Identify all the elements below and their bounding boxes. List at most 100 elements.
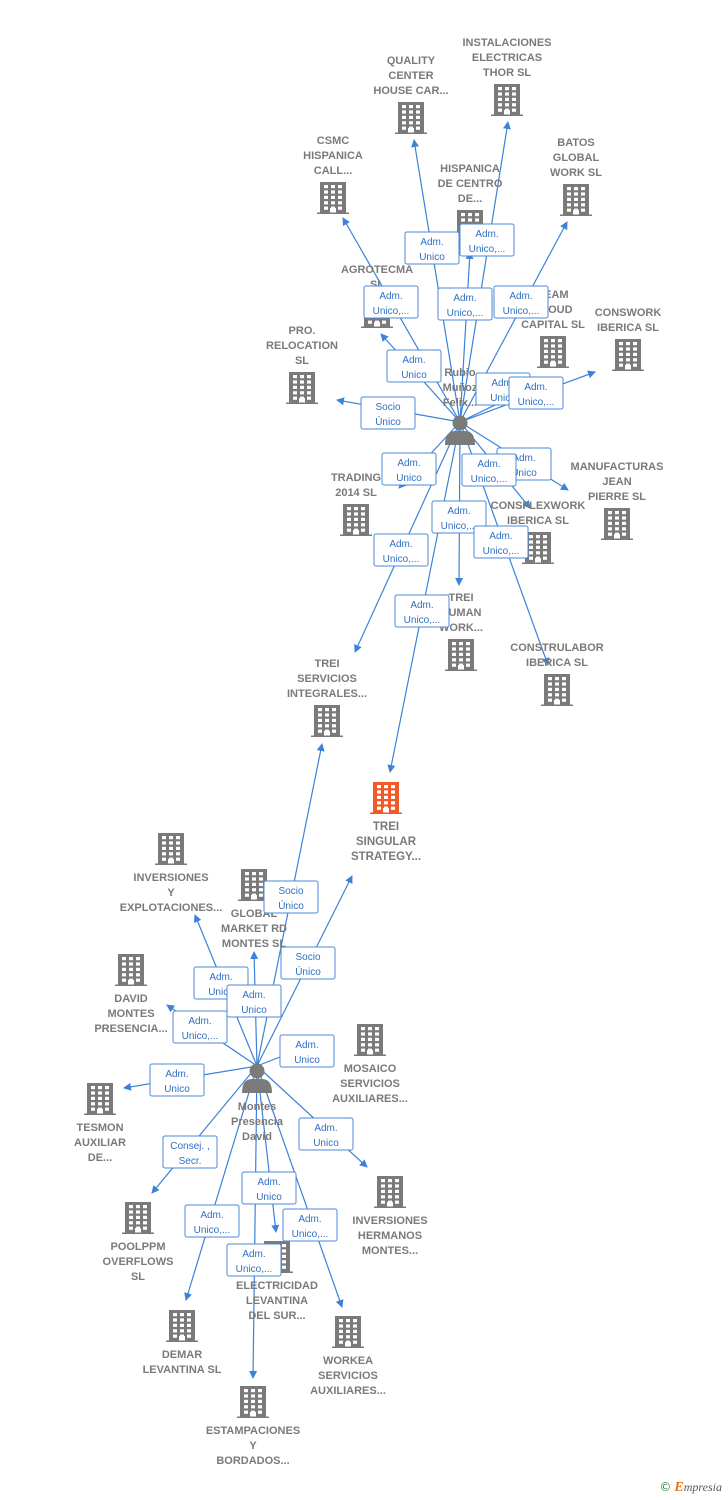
node-label-line: TREI — [373, 821, 399, 833]
edge-label[interactable]: Adm.Unico — [404, 231, 460, 265]
edge-label[interactable]: Adm.Unico — [149, 1063, 205, 1097]
building-icon — [445, 639, 477, 671]
edge-label-text: Unico,... — [441, 521, 478, 532]
edge-label[interactable]: Adm.Unico,... — [363, 285, 419, 319]
edge-label-text: Adm. — [509, 291, 532, 302]
node-label-line: STRATEGY... — [351, 851, 421, 863]
node-label-line: THOR SL — [483, 67, 532, 79]
edge-label-box — [459, 223, 515, 257]
node-label-line: 2014 SL — [335, 487, 377, 499]
node-label-line: PIERRE SL — [588, 491, 646, 503]
node-label-line: CONSTRULABOR — [510, 642, 604, 654]
node-label-line: Rubio — [444, 367, 475, 379]
company-node-tesmon[interactable]: TESMONAUXILIARDE... — [74, 1083, 126, 1164]
edge-label-box — [172, 1010, 228, 1044]
company-node-servicios[interactable]: TREISERVICIOSINTEGRALES... — [287, 658, 367, 737]
person-node-rubio[interactable]: RubioMuñozFelix... — [443, 367, 478, 445]
company-node-mosaico[interactable]: MOSAICOSERVICIOSAUXILIARES... — [332, 1024, 408, 1105]
node-label-line: Felix... — [443, 397, 477, 409]
company-node-david[interactable]: DAVIDMONTESPRESENCIA... — [94, 954, 168, 1035]
edge-label-text: Unico — [419, 252, 445, 263]
building-icon — [354, 1024, 386, 1056]
edge-label[interactable]: Adm.Unico,... — [282, 1208, 338, 1242]
edge-label-text: Unico,... — [483, 546, 520, 557]
edge-label[interactable]: Adm.Unico,... — [373, 533, 429, 567]
node-label-line: BORDADOS... — [216, 1455, 289, 1467]
edge-label-text: Adm. — [512, 453, 535, 464]
edge-label-text: Adm. — [410, 600, 433, 611]
edge-label-box — [473, 525, 529, 559]
edge-label-text: Adm. — [447, 506, 470, 517]
edge-label[interactable]: Adm.Unico,... — [459, 223, 515, 257]
edge-label[interactable]: Adm.Unico,... — [461, 453, 517, 487]
edge-label-box — [461, 453, 517, 487]
company-node-workea[interactable]: WORKEASERVICIOSAUXILIARES... — [310, 1316, 386, 1397]
node-label-line: AUXILIAR — [74, 1137, 126, 1149]
building-icon — [374, 1176, 406, 1208]
edge-label-box — [373, 533, 429, 567]
edge-label-box — [263, 880, 319, 914]
edge-label-text: Adm. — [389, 539, 412, 550]
node-label-line: TESMON — [76, 1122, 123, 1134]
edge-label-text: Unico — [256, 1192, 282, 1203]
node-label-line: Presencia — [231, 1116, 284, 1128]
node-label-line: WORKEA — [323, 1355, 373, 1367]
edge-label[interactable]: Adm.Unico,... — [394, 594, 450, 628]
company-node-construlabor[interactable]: CONSTRULABOR IBERICA SL — [510, 642, 604, 706]
edge-label-text: Unico — [401, 370, 427, 381]
node-label-line: David — [242, 1131, 272, 1143]
node-label-line: POOLPPM — [110, 1241, 165, 1253]
building-icon — [612, 339, 644, 371]
edge-label[interactable]: Adm.Unico — [226, 984, 282, 1018]
edge-label-box — [404, 231, 460, 265]
edge-label[interactable]: Consej. ,Secr. — [162, 1135, 218, 1169]
company-node-csmc[interactable]: CSMCHISPANICACALL... — [303, 135, 363, 214]
edge-label[interactable]: Adm.Unico,... — [493, 285, 549, 319]
edge-label[interactable]: Adm.Unico,... — [226, 1243, 282, 1277]
edge-label[interactable]: Adm.Unico,... — [508, 376, 564, 410]
node-label-line: MONTES — [107, 1008, 154, 1020]
edge-label[interactable]: Adm.Unico,... — [473, 525, 529, 559]
edge-label[interactable]: Adm.Unico — [381, 452, 437, 486]
node-label-line: CSMC — [317, 135, 349, 147]
relationship-edge — [151, 1065, 258, 1194]
node-label-line: JEAN — [602, 476, 631, 488]
company-node-inv-hermanos[interactable]: INVERSIONESHERMANOSMONTES... — [352, 1176, 428, 1257]
edge-label-text: Adm. — [397, 458, 420, 469]
edge-label[interactable]: Adm.Unico — [241, 1171, 297, 1205]
node-label-line: IBERICA SL — [526, 657, 588, 669]
edge-label[interactable]: Adm.Unico,... — [172, 1010, 228, 1044]
company-node-estampaciones[interactable]: ESTAMPACIONESYBORDADOS... — [206, 1386, 300, 1467]
edge-label-box — [241, 1171, 297, 1205]
company-node-singular[interactable]: TREISINGULARSTRATEGY... — [351, 782, 421, 863]
company-node-human[interactable]: TREIHUMANWORK... — [439, 592, 483, 671]
edge-label[interactable]: Adm.Unico — [279, 1034, 335, 1068]
edge-label-text: Unico,... — [447, 308, 484, 319]
edge-label-text: Unico,... — [469, 244, 506, 255]
company-node-inversiones-y[interactable]: INVERSIONESYEXPLOTACIONES... — [120, 833, 222, 914]
brand-name: mpresia — [683, 1480, 722, 1494]
brand-footer[interactable]: © Empresia — [659, 1480, 722, 1496]
edge-label[interactable]: Adm.Unico — [298, 1117, 354, 1151]
edge-label[interactable]: Adm.Unico,... — [184, 1204, 240, 1238]
node-label-line: IBERICA SL — [507, 515, 569, 527]
edge-label[interactable]: Adm.Unico,... — [437, 287, 493, 321]
relationship-edge — [256, 1065, 344, 1308]
edge-label[interactable]: Adm. Unico,... — [431, 500, 487, 534]
edge-label[interactable]: Adm.Unico — [386, 349, 442, 383]
